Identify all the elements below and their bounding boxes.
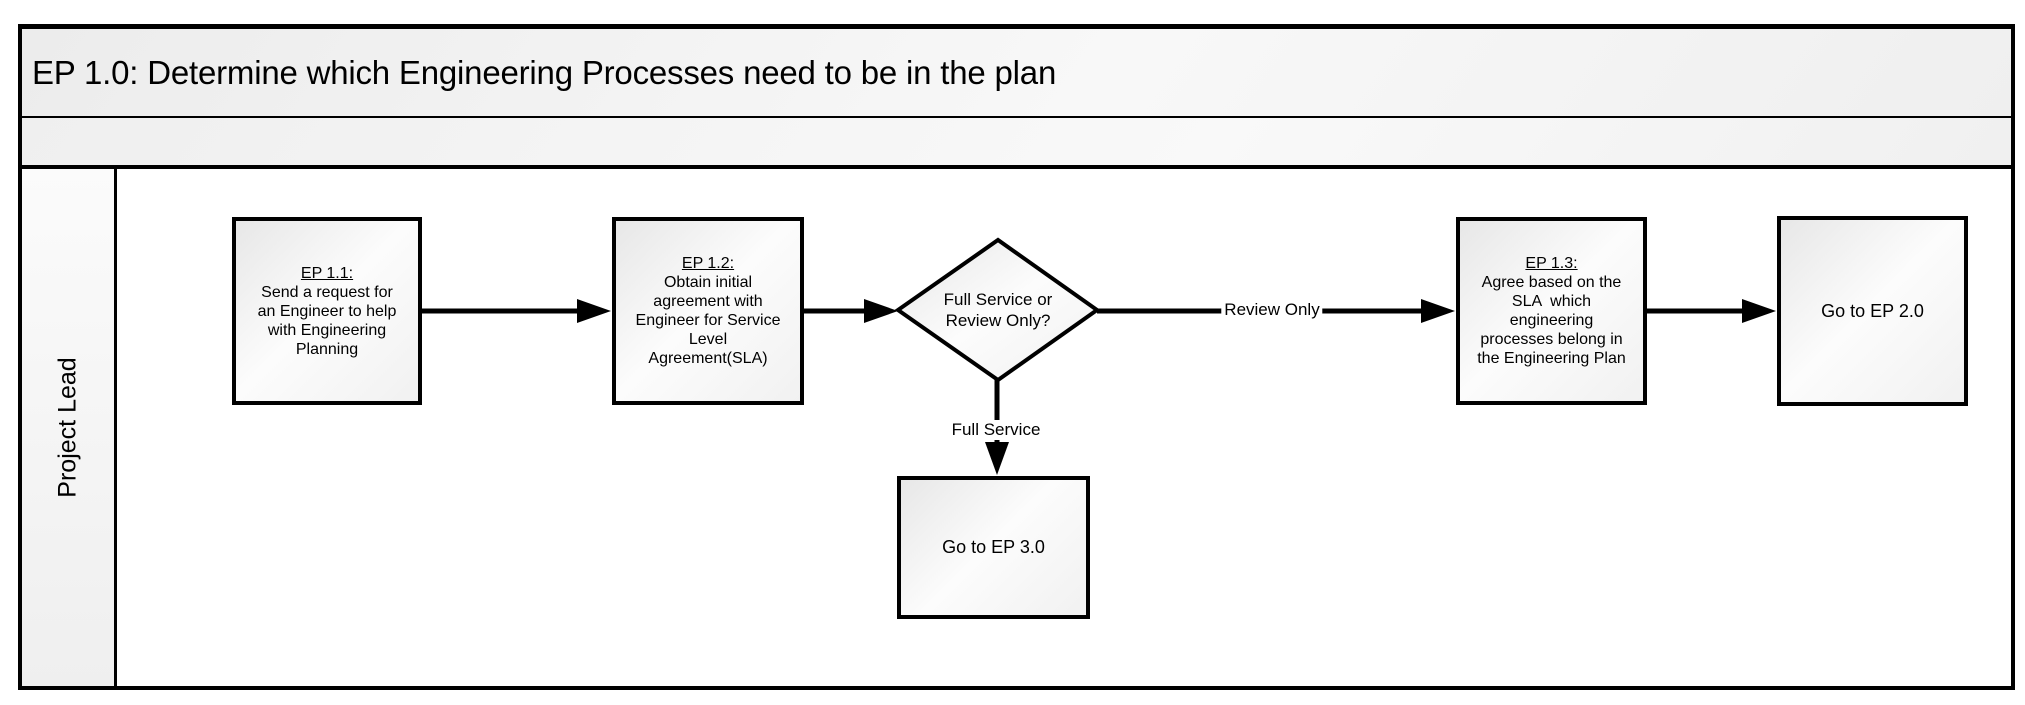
arrowhead-ep13 <box>1421 299 1455 323</box>
decision-line: Full Service or <box>943 290 1053 309</box>
node-line: Planning <box>295 340 359 358</box>
node-label: Go to EP 2.0 <box>1821 300 1924 321</box>
edge-label-review-only: Review Only <box>1221 300 1323 320</box>
process-ep-1-3: EP 1.3: Agree based on the SLA which eng… <box>1456 217 1647 405</box>
edge-label-full-service: Full Service <box>948 420 1044 440</box>
terminal-goto-ep-3-0: Go to EP 3.0 <box>897 476 1090 619</box>
node-line: agreement with <box>653 293 763 310</box>
node-line: Obtain initial <box>663 274 753 291</box>
node-heading: EP 1.1: <box>300 264 354 282</box>
decision-diamond <box>894 237 1101 383</box>
title-bar: EP 1.0: Determine which Engineering Proc… <box>18 24 2015 118</box>
arrowhead-ep20 <box>1742 299 1776 323</box>
process-ep-1-2: EP 1.2: Obtain initial agreement with En… <box>612 217 804 405</box>
node-line: Engineer for Service <box>635 312 781 329</box>
node-line: Agree based on the <box>1481 274 1622 291</box>
node-line: Send a request for <box>261 283 393 301</box>
arrowhead-ep12 <box>577 299 611 323</box>
terminal-goto-ep-2-0: Go to EP 2.0 <box>1777 216 1968 406</box>
node-heading: EP 1.2: <box>681 255 735 272</box>
node-line: with Engineering <box>267 321 387 339</box>
process-ep-1-1: EP 1.1: Send a request for an Engineer t… <box>232 217 422 405</box>
lane-label: Project Lead <box>22 169 117 686</box>
node-line: Agreement(SLA) <box>648 350 768 367</box>
node-heading: EP 1.3: <box>1525 255 1578 272</box>
subtitle-band <box>18 118 2015 165</box>
node-line: SLA which <box>1511 293 1592 310</box>
decision-line: Review Only? <box>945 311 1051 330</box>
node-label: Go to EP 3.0 <box>942 537 1045 557</box>
page-title: EP 1.0: Determine which Engineering Proc… <box>32 53 1057 91</box>
node-line: the Engineering Plan <box>1477 350 1626 367</box>
node-line: processes belong in <box>1480 331 1623 348</box>
arrowhead-decision <box>864 299 898 323</box>
arrowhead-ep30 <box>985 442 1009 475</box>
node-line: an Engineer to help <box>257 302 397 320</box>
node-line: Level <box>688 331 728 348</box>
decision-question: Full Service or Review Only? <box>913 289 1083 331</box>
node-line: engineering <box>1509 312 1594 329</box>
